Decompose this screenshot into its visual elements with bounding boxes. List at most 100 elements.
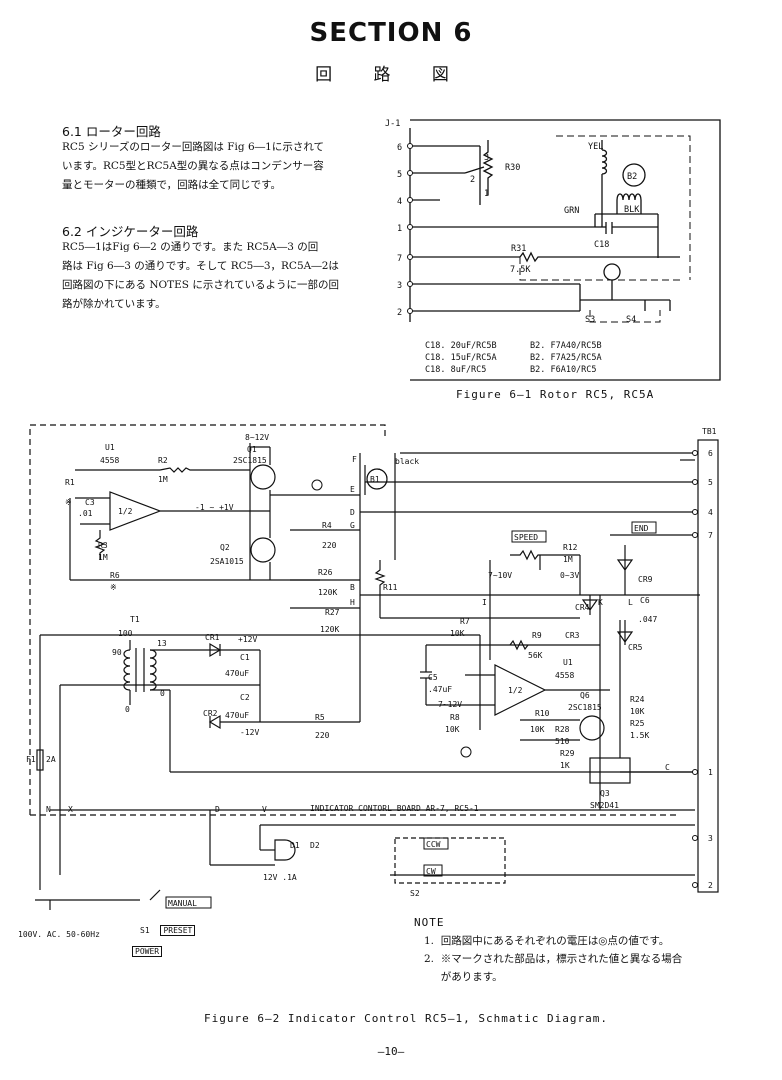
label-r7: R7 <box>460 617 470 626</box>
label-t1: T1 <box>130 615 140 624</box>
label-r24-value: 10K <box>630 707 645 716</box>
fig1-pin: 3 <box>397 281 402 291</box>
label-c6-value: .047 <box>638 615 657 624</box>
figure-6-2-indicator-schematic: TB1 6 5 4 7 1 3 2 U1 4558 R2 1M 8~12V Q1… <box>26 424 719 910</box>
para-line: 路は Fig 6―3 の通りです。そして RC5―3，RC5A―2は <box>62 260 339 272</box>
label-d1-rating: 12V .1A <box>263 873 297 882</box>
label-r9-value: 56K <box>528 651 543 660</box>
section-title: SECTION 6 <box>309 18 473 48</box>
label-k: K <box>598 598 603 607</box>
label-q6-type: 2SC1815 <box>568 703 602 712</box>
tb1-pin: 7 <box>708 531 713 540</box>
label-q1: Q1 <box>247 445 257 454</box>
fig1-pin: 5 <box>397 170 402 180</box>
label-r2-value: 1M <box>158 475 168 484</box>
fig1-r31-value: 7.5K <box>510 265 531 275</box>
label-r4: R4 <box>322 521 332 530</box>
fig1-r31: R31 <box>511 244 526 254</box>
label-cr1: CR1 <box>205 633 220 642</box>
label-r24: R24 <box>630 695 645 704</box>
label-r26-value: 120K <box>318 588 337 597</box>
para-line: RC5 シリーズのローター回路図は Fig 6―1に示されて <box>62 141 325 153</box>
page-number: ―10― <box>377 1045 405 1058</box>
label-b1: B1 <box>370 475 380 484</box>
label-r5-value: 220 <box>315 731 330 740</box>
label-minus12v: -12V <box>240 728 259 737</box>
power-switch-group: S1 PRESET <box>140 925 196 936</box>
para-line: 路が除かれています。 <box>62 298 166 310</box>
label-b: B <box>350 583 355 592</box>
label-8-12v: 8~12V <box>245 433 269 442</box>
fig1-yel: YEL <box>588 142 603 152</box>
label-r10-value: 10K <box>530 725 545 734</box>
para-line: 回路図の下にある NOTES に示されているように一部の回 <box>62 279 340 291</box>
label-r4-value: 220 <box>322 541 337 550</box>
label-r28-value: 510 <box>555 737 570 746</box>
para-line: います。RC5型とRC5A型の異なる点はコンデンサー容 <box>62 160 324 172</box>
note-item: があります。 <box>424 971 503 983</box>
label-l: L <box>628 598 633 607</box>
label-cr3: CR3 <box>565 631 580 640</box>
label-r27: R27 <box>325 608 340 617</box>
tb1-label: TB1 <box>702 427 717 436</box>
label-d: D <box>350 508 355 517</box>
label-power: POWER <box>132 946 163 957</box>
label-r28: R28 <box>555 725 570 734</box>
label-plus12v: +12V <box>238 635 257 644</box>
fig1-pin: 2 <box>397 308 402 318</box>
label-c: C <box>665 763 670 772</box>
label-star: ※ <box>65 498 72 507</box>
fig1-legend: C18. 15uF/RC5A <box>425 353 497 363</box>
fig1-pot-pin: 2 <box>470 175 475 185</box>
label-star: ※ <box>110 583 117 592</box>
label-end: END <box>634 524 649 533</box>
label-r29-value: 1K <box>560 761 570 770</box>
label-half-right: 1/2 <box>508 686 523 695</box>
paragraph-6-1: RC5 シリーズのローター回路図は Fig 6―1に示されて います。RC5型と… <box>62 138 362 195</box>
label-cr5: CR5 <box>628 643 643 652</box>
tb1-pin: 4 <box>708 508 713 517</box>
heading-6-1: 6.1 ローター回路 <box>62 124 161 139</box>
fig1-connector-label: J-1 <box>385 119 400 129</box>
fig1-legend: B2. F7A40/RC5B <box>530 341 602 351</box>
figure-6-2-caption: Figure 6―2 Indicator Control RC5―1, Schm… <box>204 1012 608 1025</box>
notes: NOTE 1. 回路図中にあるそれぞれの電圧は◎点の値です。 2. ※マークされ… <box>414 914 682 986</box>
label-c6: C6 <box>640 596 650 605</box>
label-c2-value: 470uF <box>225 711 249 720</box>
label-manual: MANUAL <box>168 899 197 908</box>
para-line: RC5―1はFig 6―2 の通りです。また RC5A―3 の回 <box>62 241 319 253</box>
fig1-legend: B2. F7A25/RC5A <box>530 353 602 363</box>
section-subtitle: 回 路 図 <box>315 65 467 85</box>
label-r9: R9 <box>532 631 542 640</box>
label-d1: D1 <box>290 841 300 850</box>
label-half: 1/2 <box>118 507 133 516</box>
label-g: G <box>350 521 355 530</box>
label-ic-right: 4558 <box>555 671 574 680</box>
label-r12: R12 <box>563 543 578 552</box>
fig1-legend: B2. F6A10/RC5 <box>530 365 597 375</box>
label-c5-value: .47uF <box>428 685 452 694</box>
label-r2: R2 <box>158 456 168 465</box>
label-f: F <box>352 455 357 464</box>
label-7-12v: 7~12V <box>438 700 462 709</box>
label-q2-type: 2SA1015 <box>210 557 244 566</box>
label-r3-value: 1M <box>98 553 108 562</box>
fig1-pot-pin: 3 <box>484 153 489 163</box>
label-i: I <box>482 598 487 607</box>
label-r25-value: 1.5K <box>630 731 649 740</box>
tb1-pin: 2 <box>708 881 713 890</box>
label-t13: 13 <box>157 639 167 648</box>
label-r8: R8 <box>450 713 460 722</box>
tb1-pin: 5 <box>708 478 713 487</box>
label-vout: -1 ~ +1V <box>195 503 234 512</box>
label-preset: PRESET <box>160 925 196 936</box>
label-c5: C5 <box>428 673 438 682</box>
note-item: 1. 回路図中にあるそれぞれの電圧は◎点の値です。 <box>424 935 670 947</box>
notes-heading: NOTE <box>414 916 445 929</box>
label-mains: 100V. AC. 50-60Hz <box>18 930 100 939</box>
label-q1-type: 2SC1815 <box>233 456 267 465</box>
figure-6-1-rotor-schematic: J-1 6 5 4 1 7 3 2 R30 3 2 1 R31 7.5K YEL… <box>385 119 721 381</box>
label-r5: R5 <box>315 713 325 722</box>
label-f1-value: 2A <box>46 755 56 764</box>
tb1-pin: 3 <box>708 834 713 843</box>
